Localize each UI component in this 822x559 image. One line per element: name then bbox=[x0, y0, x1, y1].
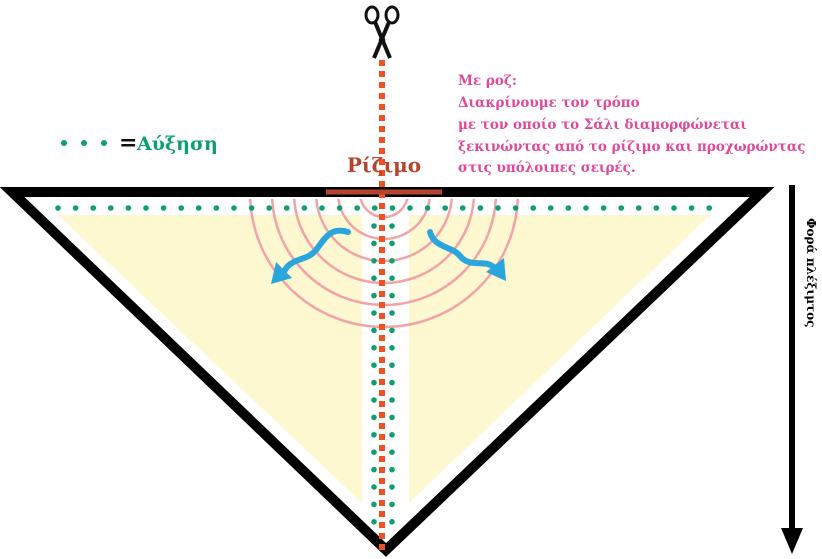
increase-dot bbox=[495, 205, 501, 211]
increase-dot bbox=[196, 205, 202, 211]
increase-dot bbox=[266, 205, 273, 211]
increase-dot bbox=[389, 519, 395, 525]
left-panel bbox=[58, 215, 362, 503]
note-line: με τον οποίο το Σάλι διαμορφώνεται bbox=[458, 117, 747, 133]
right-arrowhead bbox=[486, 258, 506, 281]
increase-dot bbox=[389, 379, 395, 386]
increase-dot bbox=[55, 205, 61, 211]
increase-dot bbox=[442, 205, 449, 211]
increase-dot bbox=[688, 205, 695, 211]
legend: = Αύξηση bbox=[61, 130, 218, 156]
increase-dot bbox=[389, 292, 395, 299]
increase-dot bbox=[565, 205, 572, 211]
increase-dot bbox=[389, 275, 395, 282]
increase-dot bbox=[371, 519, 377, 525]
increase-dot bbox=[389, 240, 395, 247]
increase-dot bbox=[371, 379, 377, 386]
increase-dot bbox=[477, 205, 484, 211]
increase-dot bbox=[213, 205, 220, 211]
increase-dot bbox=[371, 414, 377, 421]
right-panel bbox=[409, 215, 710, 503]
increase-dot bbox=[389, 345, 395, 351]
increase-dot bbox=[371, 223, 377, 229]
increase-dot bbox=[389, 223, 395, 229]
increase-dot bbox=[336, 205, 343, 211]
increase-dot bbox=[72, 205, 79, 211]
increase-dot bbox=[389, 258, 395, 264]
increase-dot bbox=[389, 327, 395, 334]
direction-label: Φορά πλέξιμτος bbox=[804, 218, 818, 327]
legend-label: Αύξηση bbox=[136, 133, 218, 155]
increase-dot bbox=[389, 414, 395, 421]
pink-note: Με ροζ: Διακρίνουμε τον τρόπο με τον οπο… bbox=[458, 73, 805, 176]
increase-dot bbox=[600, 205, 607, 211]
increase-dot bbox=[389, 484, 395, 490]
increase-dot bbox=[371, 240, 377, 247]
increase-dot bbox=[143, 205, 149, 211]
increase-dot bbox=[371, 466, 377, 473]
root-label: Ρίζιμο bbox=[347, 153, 421, 177]
legend-equals: = bbox=[119, 130, 137, 156]
increase-dot bbox=[371, 327, 377, 334]
growth-arrows bbox=[271, 227, 506, 284]
increase-dot bbox=[389, 362, 395, 369]
increase-dot bbox=[389, 205, 396, 211]
increase-dot bbox=[284, 205, 290, 211]
increase-dot bbox=[583, 205, 589, 211]
increase-dot bbox=[371, 362, 377, 369]
note-line: Διακρίνουμε τον τρόπο bbox=[458, 95, 640, 111]
increase-dot bbox=[178, 205, 184, 211]
increase-dot bbox=[460, 205, 466, 211]
increase-dot bbox=[372, 205, 378, 211]
note-line: στις υπόλοιπες σειρές. bbox=[458, 160, 636, 176]
increase-dot bbox=[389, 501, 395, 508]
increase-dot bbox=[371, 258, 377, 264]
increase-dot bbox=[371, 432, 377, 438]
increase-dot bbox=[371, 501, 377, 508]
increase-dot bbox=[371, 397, 377, 403]
increase-dot bbox=[248, 205, 255, 211]
legend-dot bbox=[101, 140, 107, 146]
note-line: Με ροζ: bbox=[458, 73, 517, 89]
legend-dot bbox=[81, 140, 87, 146]
increase-dot bbox=[636, 205, 642, 211]
increase-dot bbox=[231, 205, 237, 211]
increase-dot bbox=[371, 484, 377, 490]
increase-dot bbox=[653, 205, 660, 211]
increase-dot bbox=[371, 275, 377, 282]
increase-dot bbox=[389, 310, 395, 316]
increase-dot bbox=[407, 205, 413, 211]
increase-dot bbox=[354, 205, 361, 211]
increase-dot bbox=[389, 449, 395, 456]
increase-dot bbox=[108, 205, 114, 211]
increase-dot bbox=[618, 205, 624, 211]
increase-dot bbox=[371, 449, 377, 456]
legend-dot bbox=[61, 140, 67, 146]
increase-dot bbox=[706, 205, 712, 211]
left-arrowhead bbox=[271, 262, 292, 284]
increase-dot bbox=[301, 205, 308, 211]
increase-dot bbox=[548, 205, 554, 211]
knitting-direction: Φορά πλέξιμτος bbox=[781, 185, 818, 554]
scissors-icon bbox=[364, 5, 400, 59]
increase-dot bbox=[671, 205, 677, 211]
increase-dot bbox=[90, 205, 96, 211]
increase-dot bbox=[371, 345, 377, 351]
increase-dot bbox=[389, 466, 395, 473]
note-line: ξεκινώντας από το ρίζιμο και προχωρώντας bbox=[458, 139, 805, 155]
increase-dot bbox=[389, 397, 395, 403]
increase-dot bbox=[125, 205, 132, 211]
shawl-fill bbox=[58, 215, 710, 503]
increase-dot bbox=[389, 432, 395, 438]
increase-dot bbox=[319, 205, 325, 211]
increase-dot bbox=[424, 205, 431, 211]
direction-arrowhead bbox=[781, 528, 803, 554]
increase-dots bbox=[55, 205, 712, 525]
increase-dot bbox=[371, 292, 377, 299]
increase-dot bbox=[512, 205, 519, 211]
increase-dot bbox=[160, 205, 167, 211]
increase-dot bbox=[530, 205, 536, 211]
increase-dot bbox=[371, 310, 377, 316]
